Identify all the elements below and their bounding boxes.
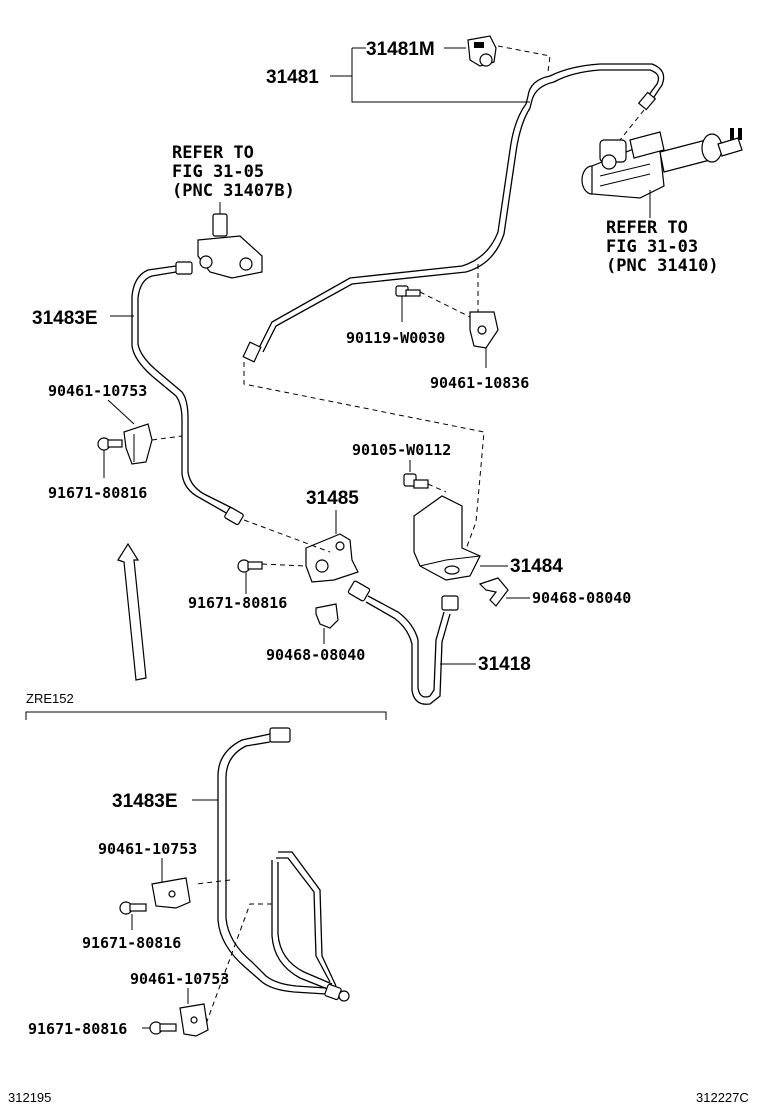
label-90105-w0112: 90105-W0112 xyxy=(352,441,451,459)
bolt-91671-80816-lower2 xyxy=(142,1021,177,1035)
label-90468-08040-mid: 90468-08040 xyxy=(266,646,365,664)
pipe-31483e-lower xyxy=(217,727,350,1002)
pipe-31481 xyxy=(242,63,665,363)
refer-fig3105-line1: REFER TO xyxy=(172,143,254,163)
label-91671-80816-upper: 91671-80816 xyxy=(48,484,147,502)
refer-fig3105-line2: FIG 31-05 xyxy=(172,162,264,182)
variant-bracket-line xyxy=(25,711,387,720)
bolt-91671-80816-lower1 xyxy=(119,901,147,930)
label-90461-10836: 90461-10836 xyxy=(430,374,529,392)
bolt-91671-80816-upper xyxy=(97,437,123,478)
clutch-master-cylinder xyxy=(581,109,743,218)
clip-90468-08040-mid xyxy=(315,603,339,644)
label-91671-80816-lower1: 91671-80816 xyxy=(82,934,181,952)
label-90461-10753-lower1: 90461-10753 xyxy=(98,840,197,858)
refer-fig3105-line3: (PNC 31407B) xyxy=(172,181,295,201)
label-31484: 31484 xyxy=(510,556,563,577)
clamp-90461-10753-upper xyxy=(123,423,183,465)
label-90119-w0030: 90119-W0030 xyxy=(346,329,445,347)
refer-fig3103-line3: (PNC 31410) xyxy=(606,256,719,276)
bolt-90119-w0030 xyxy=(395,285,421,322)
bolt-90105-w0112 xyxy=(403,460,429,489)
footer-code-left: 312195 xyxy=(8,1090,51,1105)
footer-code-right: 312227C xyxy=(696,1090,749,1105)
bracket-31485 xyxy=(305,510,359,583)
label-31481m: 31481M xyxy=(366,39,435,60)
clip-90468-08040-right xyxy=(478,577,530,607)
label-31483e-lower: 31483E xyxy=(112,791,178,812)
variant-label: ZRE152 xyxy=(26,691,74,706)
label-90461-10753-upper: 90461-10753 xyxy=(48,382,147,400)
clamp-90461-10753-lower1 xyxy=(151,858,191,909)
pipe-31483e-upper xyxy=(131,265,244,526)
hose-31418 xyxy=(347,580,476,705)
label-31481: 31481 xyxy=(266,67,319,88)
refer-fig3103-line1: REFER TO xyxy=(606,218,688,238)
bolt-91671-80816-mid xyxy=(237,559,263,594)
clamp-90461-10836 xyxy=(469,311,499,368)
clamp-90461-10753-lower2 xyxy=(179,988,209,1037)
label-90468-08040-right: 90468-08040 xyxy=(532,589,631,607)
label-91671-80816-lower2: 91671-80816 xyxy=(28,1020,127,1038)
direction-arrow xyxy=(117,542,147,681)
clip-31481m xyxy=(467,35,497,67)
refer-fig3103-line2: FIG 31-03 xyxy=(606,237,698,257)
label-91671-80816-mid: 91671-80816 xyxy=(188,594,287,612)
bracket-31484 xyxy=(413,495,508,581)
pipe-union-fitting xyxy=(175,202,263,279)
label-31483e-upper: 31483E xyxy=(32,308,98,329)
label-31485: 31485 xyxy=(306,488,359,509)
label-31418: 31418 xyxy=(478,654,531,675)
label-90461-10753-lower2: 90461-10753 xyxy=(130,970,229,988)
